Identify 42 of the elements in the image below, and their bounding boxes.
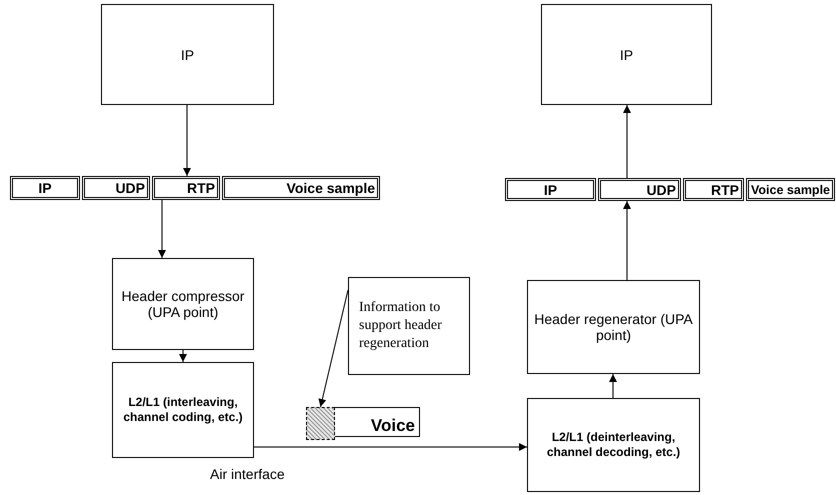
arrow: [609, 374, 617, 398]
node-text: IP: [38, 180, 52, 196]
node-text: Voice sample: [286, 180, 375, 196]
header-field: [82, 176, 150, 200]
arrow: [179, 350, 187, 362]
arrow: [158, 200, 166, 258]
interface-label: Air interface: [210, 466, 285, 482]
node-text: RTP: [187, 180, 215, 196]
process-box: [101, 4, 274, 105]
node-text: RTP: [711, 182, 739, 198]
node-text: Voice sample: [751, 182, 830, 196]
arrow: [254, 443, 528, 451]
node-text: L2/L1 (interleaving, channel coding, etc.): [122, 395, 244, 425]
node-text: IP: [620, 46, 634, 62]
node-text: Information to support header regeneration: [359, 298, 443, 354]
header-field: [598, 178, 681, 201]
note-box: [348, 277, 470, 375]
process-box: [112, 258, 254, 350]
leader-line: [318, 290, 348, 408]
node-text: IP: [544, 182, 558, 198]
node-text: IP: [180, 46, 194, 62]
node-text: Header compressor (UPA point): [120, 288, 246, 320]
arrow: [623, 200, 631, 280]
header-field: [10, 176, 80, 200]
node-text: UDP: [115, 180, 145, 196]
process-box: [527, 398, 700, 492]
process-box: [541, 4, 712, 105]
arrow: [183, 104, 191, 176]
hatched-box: [306, 407, 335, 440]
header-field: [505, 178, 596, 201]
node-text: UDP: [646, 182, 676, 198]
node-text: Header regenerator (UPA point): [533, 311, 694, 343]
header-field: [222, 176, 380, 200]
header-field: [683, 178, 744, 201]
node-text: L2/L1 (deinterleaving, channel decoding, etc.): [546, 430, 682, 460]
node-text: Voice: [370, 416, 415, 436]
header-field: [152, 176, 220, 200]
arrow: [623, 104, 631, 178]
process-box: [112, 362, 254, 458]
header-field: [746, 178, 835, 201]
process-box: [527, 280, 700, 374]
payload-field: [335, 407, 420, 437]
